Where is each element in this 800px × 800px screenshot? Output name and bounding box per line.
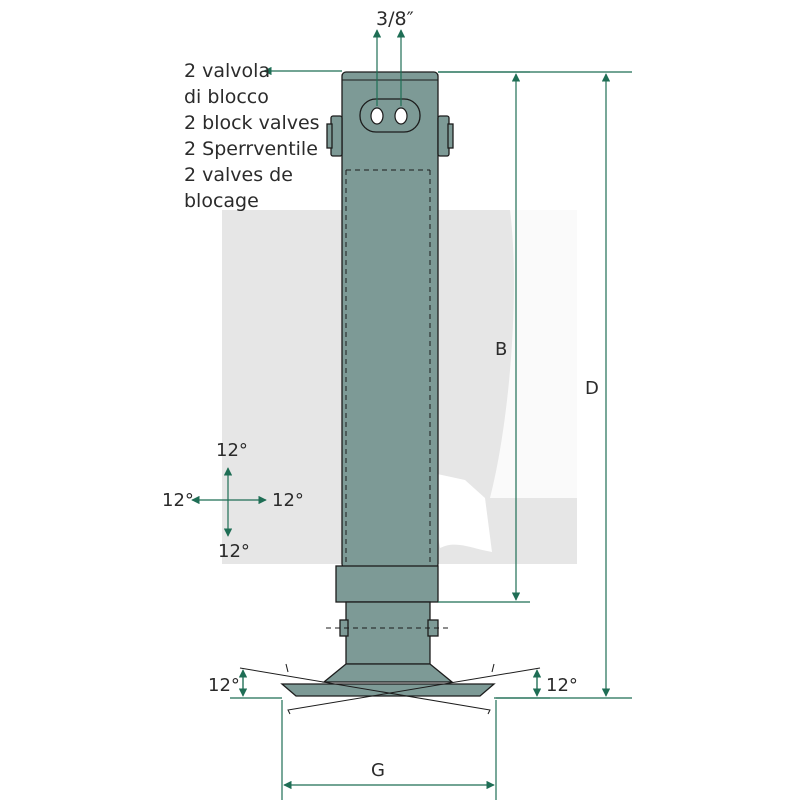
leg-collar — [335, 565, 439, 603]
dimension-g — [281, 700, 497, 800]
foot-angle-left-indicator — [230, 669, 282, 699]
valve-port-plate — [359, 98, 421, 133]
leg-upper-tube — [341, 71, 439, 569]
note-line-fr-1: 2 valves de — [184, 164, 293, 186]
foot-tilt-lines — [239, 663, 541, 715]
block-valve-left — [326, 115, 343, 157]
dimension-g-label: G — [371, 760, 385, 781]
note-line-de: 2 Sperrventile — [184, 138, 318, 160]
dimension-d-label: D — [585, 378, 599, 399]
note-line-en: 2 block valves — [184, 112, 320, 134]
locking-pin — [326, 619, 450, 637]
tilt-angle-right: 12° — [272, 490, 304, 511]
thread-size-label: 3/8″ — [376, 8, 414, 30]
tilt-angle-up: 12° — [216, 440, 248, 461]
inner-tube-hidden-lines — [345, 169, 431, 566]
block-valves-note: 2 valvola di blocco 2 block valves 2 Spe… — [184, 60, 320, 212]
swivel-foot — [280, 663, 496, 697]
note-line-fr-2: blocage — [184, 190, 259, 212]
note-line-it-1: 2 valvola — [184, 60, 270, 82]
leg-lower-tube — [345, 601, 431, 665]
thread-port-arrows — [372, 29, 406, 106]
foot-angle-left-label: 12° — [208, 675, 240, 696]
block-valve-right — [437, 115, 454, 157]
tilt-angle-left: 12° — [162, 490, 194, 511]
foot-angle-right-indicator — [496, 669, 550, 699]
note-line-it-2: di blocco — [184, 86, 269, 108]
dimension-b-label: B — [495, 339, 507, 360]
foot-angle-right-label: 12° — [546, 675, 578, 696]
tilt-cross — [191, 467, 267, 537]
tilt-angle-down: 12° — [218, 541, 250, 562]
